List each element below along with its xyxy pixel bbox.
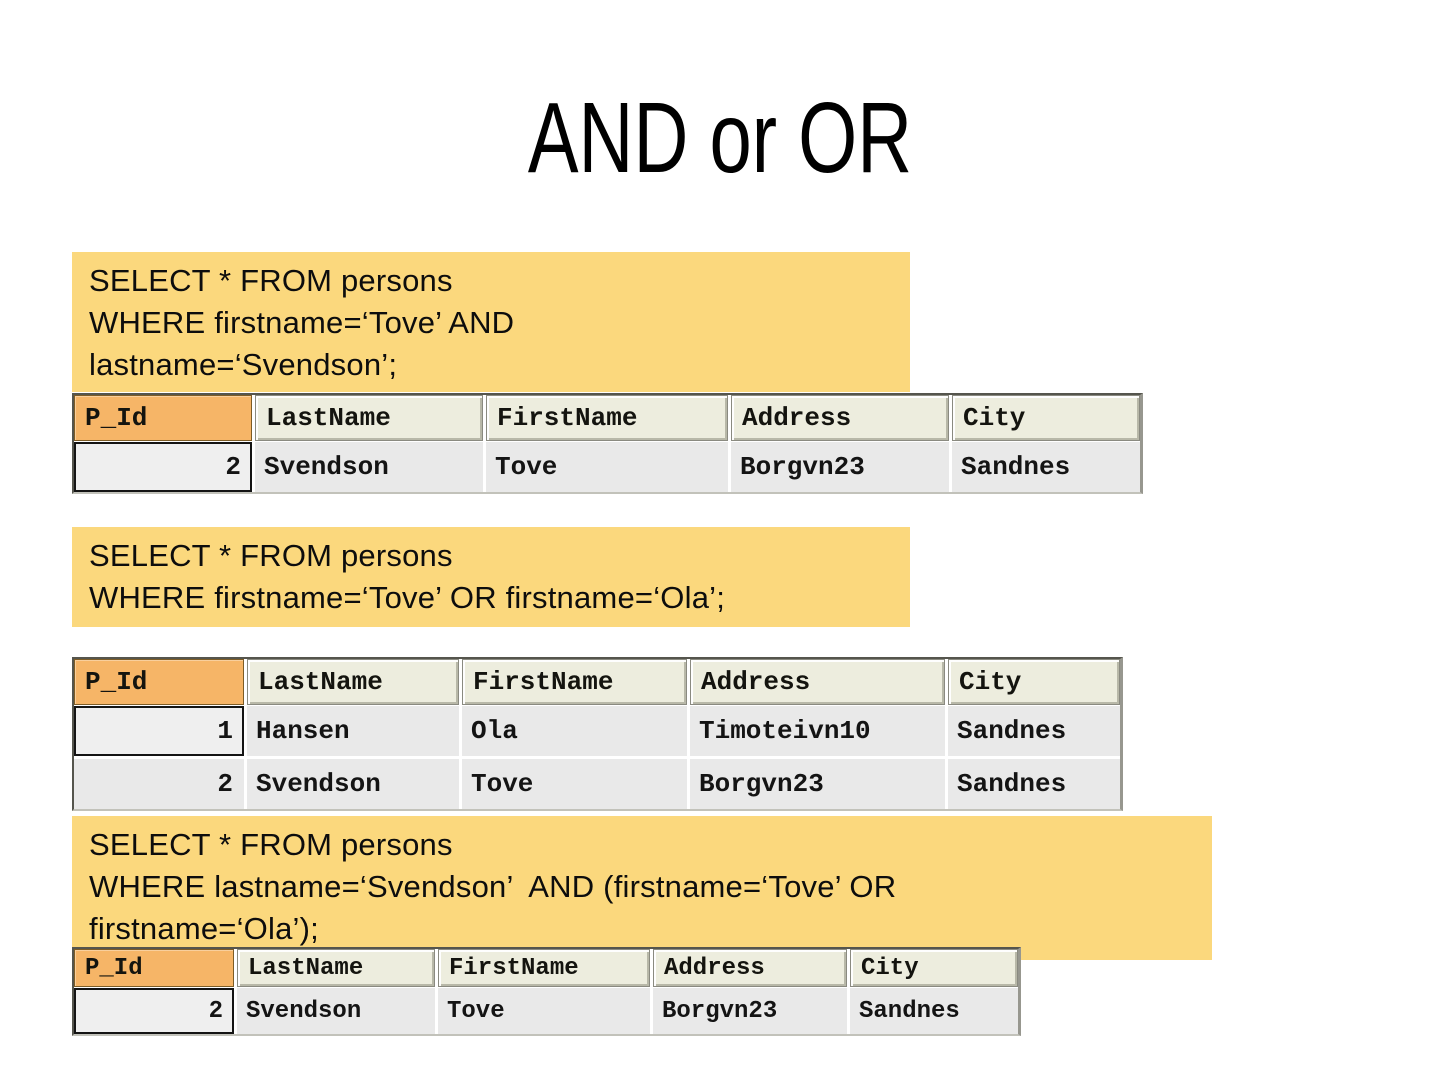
result-table-and: P_Id LastName FirstName Address City 2 S… [72,393,1143,494]
header-cell-pid: P_Id [74,395,252,441]
cell-pid: 2 [74,759,244,809]
header-cell-city: City [850,949,1018,987]
table-header-row: P_Id LastName FirstName Address City [74,395,1140,441]
cell-address: Borgvn23 [731,442,949,492]
sql-query-box-or: SELECT * FROM persons WHERE firstname=‘T… [72,527,910,627]
cell-city: Sandnes [948,759,1120,809]
header-cell-pid: P_Id [74,949,234,987]
cell-city: Sandnes [948,706,1120,756]
sql-query-box-and-or: SELECT * FROM persons WHERE lastname=‘Sv… [72,816,1212,960]
sql-line: WHERE lastname=‘Svendson’ AND (firstname… [89,869,897,904]
cell-address: Timoteivn10 [690,706,945,756]
header-cell-city: City [952,395,1140,441]
sql-line: lastname=‘Svendson’; [89,347,398,382]
sql-line: SELECT * FROM persons [89,827,453,862]
header-cell-lastname: LastName [247,659,459,705]
result-table-and-or: P_Id LastName FirstName Address City 2 S… [72,947,1021,1036]
cell-lastname: Svendson [247,759,459,809]
cell-firstname: Ola [462,706,687,756]
page-title: AND or OR [527,82,913,194]
header-cell-lastname: LastName [255,395,483,441]
cell-firstname: Tove [438,988,650,1034]
cell-city: Sandnes [952,442,1140,492]
cell-address: Borgvn23 [690,759,945,809]
cell-firstname: Tove [462,759,687,809]
table-row: 1 Hansen Ola Timoteivn10 Sandnes [74,706,1120,756]
table-header-row: P_Id LastName FirstName Address City [74,659,1120,705]
cell-pid: 1 [74,706,244,756]
sql-line: firstname=‘Ola’); [89,911,319,946]
sql-line: SELECT * FROM persons [89,538,453,573]
cell-city: Sandnes [850,988,1018,1034]
header-cell-city: City [948,659,1120,705]
table-header-row: P_Id LastName FirstName Address City [74,949,1018,987]
cell-lastname: Svendson [237,988,435,1034]
cell-pid: 2 [74,442,252,492]
cell-lastname: Hansen [247,706,459,756]
cell-pid: 2 [74,988,234,1034]
header-cell-lastname: LastName [237,949,435,987]
header-cell-firstname: FirstName [486,395,728,441]
sql-line: WHERE firstname=‘Tove’ OR firstname=‘Ola… [89,580,726,615]
header-cell-firstname: FirstName [462,659,687,705]
sql-line: WHERE firstname=‘Tove’ AND [89,305,515,340]
header-cell-address: Address [731,395,949,441]
result-table-or: P_Id LastName FirstName Address City 1 H… [72,657,1123,811]
table-row: 2 Svendson Tove Borgvn23 Sandnes [74,759,1120,809]
cell-address: Borgvn23 [653,988,847,1034]
table-row: 2 Svendson Tove Borgvn23 Sandnes [74,442,1140,492]
header-cell-pid: P_Id [74,659,244,705]
sql-query-box-and: SELECT * FROM persons WHERE firstname=‘T… [72,252,910,392]
cell-firstname: Tove [486,442,728,492]
sql-line: SELECT * FROM persons [89,263,453,298]
table-row: 2 Svendson Tove Borgvn23 Sandnes [74,988,1018,1034]
header-cell-firstname: FirstName [438,949,650,987]
header-cell-address: Address [690,659,945,705]
header-cell-address: Address [653,949,847,987]
cell-lastname: Svendson [255,442,483,492]
